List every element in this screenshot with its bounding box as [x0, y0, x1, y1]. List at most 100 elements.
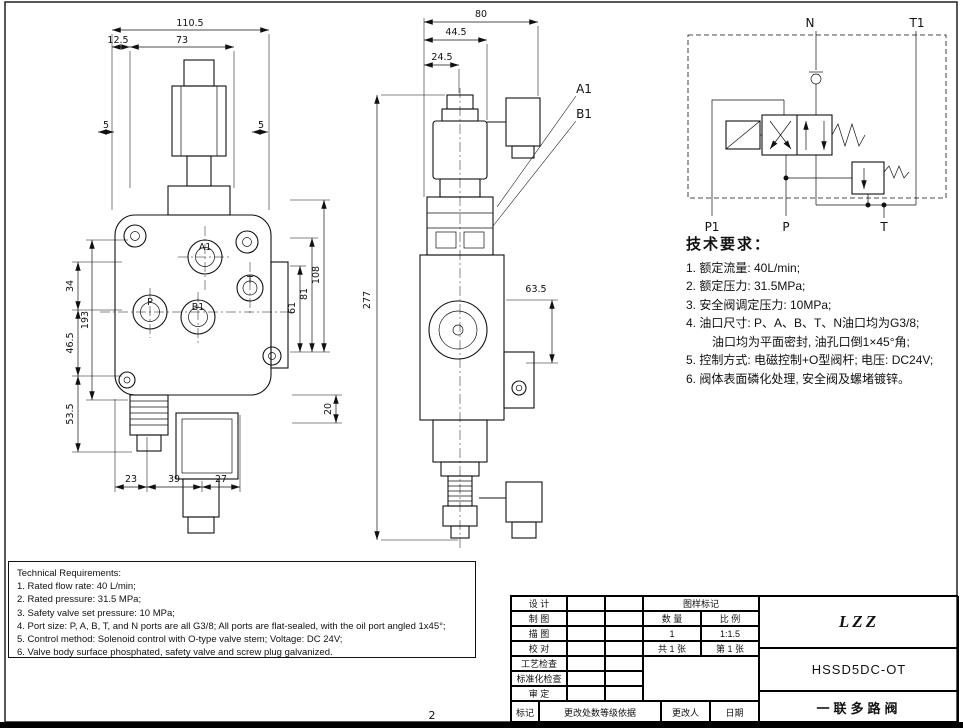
dim-label: 24.5	[431, 52, 452, 63]
title-block-qty-value: 1	[643, 626, 701, 641]
schematic-label-p1: P1	[705, 220, 720, 234]
title-block-rev-mark: 标记	[511, 701, 539, 723]
front-view: A1 T P B1 110.5 12.5	[65, 18, 342, 534]
dim-label: 5	[258, 120, 264, 131]
dim-label: 110.5	[176, 18, 203, 29]
title-block-cell-trace: 描 图	[511, 626, 567, 641]
tech-cn-title: 技术要求：	[686, 236, 772, 253]
title-block: 设 计 制 图 描 图 校 对 工艺检查 标准化检查 审 定 图样标记 数 量 …	[510, 595, 959, 723]
signature-cell	[567, 626, 605, 641]
signature-cell	[567, 596, 605, 611]
product-name: 一联多路阀	[759, 691, 959, 723]
dim-label: 193	[80, 311, 91, 329]
requirement-line: Technical Requirements:	[17, 568, 122, 579]
dim-label: 53.5	[65, 403, 76, 424]
date-cell	[605, 641, 643, 656]
port-label-p: P	[147, 297, 153, 308]
requirement-line: 1. Rated flow rate: 40 L/min;	[17, 581, 136, 593]
dim-label: 80	[475, 9, 487, 20]
title-block-cell-process-check: 工艺检查	[511, 656, 567, 671]
signature-cell	[567, 656, 605, 671]
port-label-b1: B1	[192, 302, 205, 313]
requirement-line: 1. 额定流量: 40L/min;	[686, 260, 801, 275]
dim-label: 39	[168, 474, 180, 485]
dim-label: 44.5	[445, 27, 466, 38]
model-code: HSSD5DC-OT	[759, 648, 959, 691]
dim-label: 5	[103, 120, 109, 131]
title-block-scale-value: 1:1.5	[701, 626, 759, 641]
dim-label: 81	[299, 288, 310, 300]
dim-label: 108	[311, 266, 322, 284]
title-block-mark-header: 图样标记	[643, 596, 759, 611]
dim-label: 73	[176, 35, 188, 46]
title-block-cell-approve: 审 定	[511, 686, 567, 701]
relief-valve-symbol	[851, 161, 910, 195]
date-cell	[605, 596, 643, 611]
technical-requirements-cn: 技术要求： 1. 额定流量: 40L/min; 2. 额定压力: 31.5MPa…	[686, 236, 958, 388]
dim-label: 63.5	[525, 284, 546, 295]
title-block-rev-date: 日期	[710, 701, 759, 723]
company-logo: LZZ	[759, 596, 959, 648]
title-block-cell-standard-check: 标准化检查	[511, 671, 567, 686]
directional-valve-symbol	[725, 114, 866, 156]
dim-label: 20	[323, 403, 334, 415]
schematic-label-n: N	[806, 16, 815, 30]
solenoid-front	[167, 59, 231, 216]
schematic-label-t: T	[879, 220, 888, 234]
hydraulic-schematic: N T1 P1 P T	[687, 16, 947, 234]
dim-label: 277	[362, 291, 373, 309]
spring-symbol	[831, 122, 866, 148]
signature-cell	[567, 686, 605, 701]
spring-symbol	[883, 165, 910, 179]
dim-label: 12.5	[107, 35, 128, 46]
title-block-cell-draft: 制 图	[511, 611, 567, 626]
date-cell	[605, 671, 643, 686]
date-cell	[605, 626, 643, 641]
date-cell	[605, 611, 643, 626]
date-cell	[605, 686, 643, 701]
schematic-label-t1: T1	[909, 16, 925, 30]
requirement-line: 油口均为平面密封, 油孔口倒1×45°角;	[712, 334, 910, 349]
requirement-line: 4. Port size: P, A, B, T, and N ports ar…	[17, 620, 446, 632]
title-block-empty-cell	[643, 656, 759, 701]
requirement-line: 4. 油口尺寸: P、A、B、T、N油口均为G3/8;	[686, 316, 920, 330]
solenoid-side-bottom	[432, 419, 543, 539]
title-block-rev-by: 更改人	[661, 701, 710, 723]
side-port-callouts: A1 B1	[492, 82, 592, 227]
technical-requirements-en: Technical Requirements: 1. Rated flow ra…	[8, 561, 476, 658]
port-label-t: T	[246, 275, 253, 286]
zone-number: 2	[429, 709, 436, 722]
requirement-line: 5. Control method: Solenoid control with…	[17, 634, 343, 646]
title-block-cell-check: 校 对	[511, 641, 567, 656]
front-dimensions: 110.5 12.5 73 5 5 34 46.5 53.5 193	[65, 18, 342, 492]
title-block-cell-design: 设 计	[511, 596, 567, 611]
dim-label: 46.5	[65, 332, 76, 353]
check-valve-ball	[810, 73, 822, 85]
date-cell	[605, 656, 643, 671]
solenoid-side-top	[432, 94, 541, 198]
valve-body-front	[114, 214, 289, 396]
port-label-a1: A1	[199, 242, 212, 253]
requirement-line: 3. 安全阀调定压力: 10MPa;	[686, 297, 832, 312]
requirement-line: 6. Valve body surface phosphated, safety…	[17, 647, 333, 659]
valve-body-side	[419, 196, 535, 421]
schematic-label-p: P	[782, 220, 789, 234]
signature-cell	[567, 641, 605, 656]
subplate-boundary	[687, 34, 947, 199]
requirement-line: 5. 控制方式: 电磁控制+O型阀杆; 电压: DC24V;	[686, 353, 934, 367]
side-dimensions: 80 44.5 24.5 277 63.5	[362, 9, 558, 541]
port-label-b1: B1	[576, 107, 592, 121]
dim-label: 23	[125, 474, 137, 485]
signature-cell	[567, 611, 605, 626]
requirement-line: 3. Safety valve set pressure: 10 MPa;	[17, 607, 175, 619]
bottom-parts-front	[129, 394, 239, 534]
title-block-rev-desc: 更改处数等级依据	[539, 701, 661, 723]
port-label-a1: A1	[576, 82, 592, 96]
signature-cell	[567, 671, 605, 686]
title-block-qty-header: 数 量	[643, 611, 701, 626]
title-block-sheet-number: 第 1 张	[701, 641, 759, 656]
dim-label: 27	[215, 474, 227, 485]
